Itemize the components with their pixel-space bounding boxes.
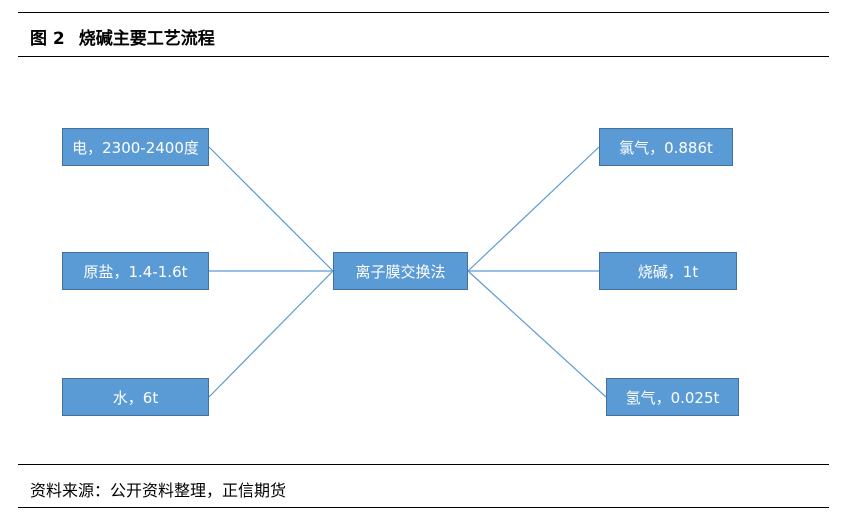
output-hydrogen-label: 氢气，0.025t [625,388,720,407]
connector-water-to-process [208,270,334,398]
input-electricity-box: 电，2300-2400度 [62,128,209,166]
connector-process-to-hydrogen [467,270,607,398]
output-chlorine-box: 氯气，0.886t [599,128,733,166]
output-chlorine-label: 氯气，0.886t [619,138,713,157]
figure-number: 图 2 [30,29,65,49]
output-caustic-soda-label: 烧碱，1t [637,262,699,281]
output-hydrogen-box: 氢气，0.025t [606,378,739,416]
top-rule [18,12,829,13]
input-salt-label: 原盐，1.4-1.6t [83,262,188,281]
title-bottom-rule [18,56,829,57]
source-note: 资料来源：公开资料整理，正信期货 [30,481,287,500]
input-water-label: 水，6t [112,388,159,407]
input-electricity-label: 电，2300-2400度 [72,138,199,157]
figure-title: 图 2 烧碱主要工艺流程 [30,24,215,49]
input-water-box: 水，6t [62,378,209,416]
process-label: 离子膜交换法 [355,262,446,281]
process-box: 离子膜交换法 [333,252,468,290]
connector-electricity-to-process [208,146,334,272]
figure-title-text: 烧碱主要工艺流程 [78,29,215,49]
connector-process-to-chlorine [467,146,600,272]
output-caustic-soda-box: 烧碱，1t [599,252,737,290]
bottom-rule [18,507,829,508]
input-salt-box: 原盐，1.4-1.6t [62,252,209,290]
source-top-rule [18,464,829,465]
